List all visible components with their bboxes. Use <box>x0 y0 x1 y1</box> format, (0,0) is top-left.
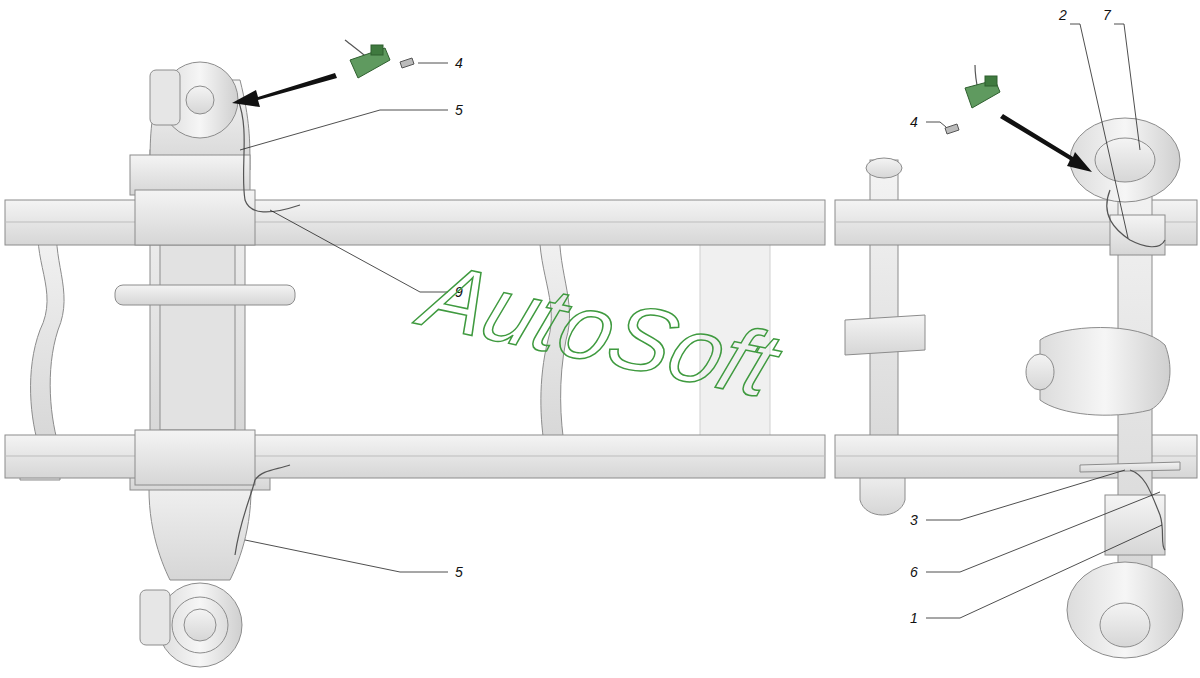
callout-number: 5 <box>455 103 463 117</box>
callout-number: 2 <box>1059 8 1067 22</box>
callout-number: 4 <box>455 56 463 70</box>
callout-number: 4 <box>910 115 918 129</box>
callout-number: 7 <box>1103 8 1111 22</box>
callout-number: 1 <box>910 611 918 625</box>
callout-number: 5 <box>455 565 463 579</box>
callout-number: 6 <box>910 565 918 579</box>
callout-number: 3 <box>910 513 918 527</box>
